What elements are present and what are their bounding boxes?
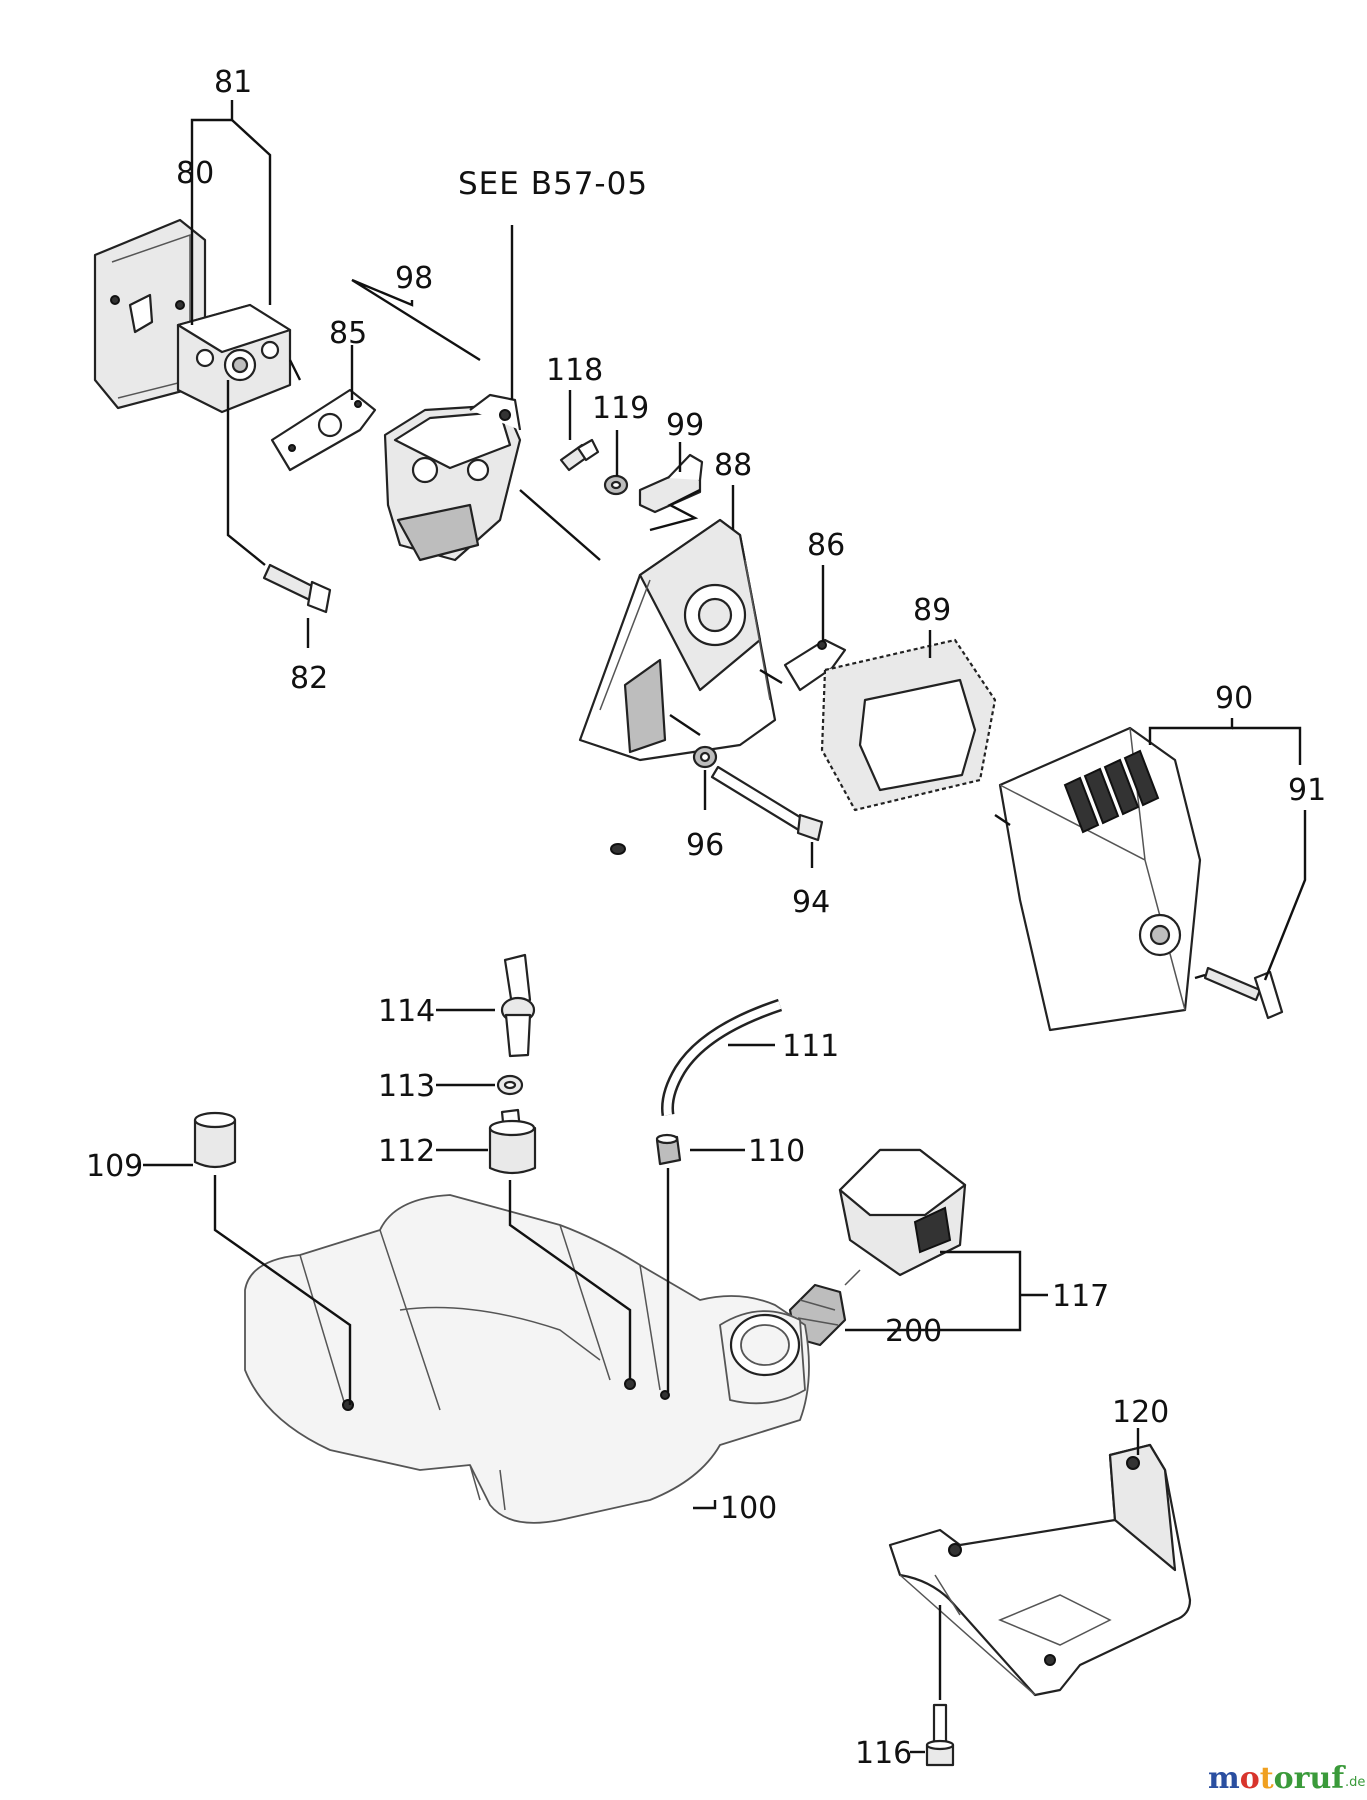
filter-cover-90 xyxy=(998,726,1202,1032)
label-part-109: 109 xyxy=(86,1149,143,1184)
fuel-fitting-114 xyxy=(500,953,536,1058)
label-part-200: 200 xyxy=(885,1314,942,1349)
label-part-94: 94 xyxy=(792,885,830,920)
bolt-116 xyxy=(925,1703,955,1767)
label-part-100: 100 xyxy=(720,1491,777,1526)
air-filter-housing-88 xyxy=(578,518,777,762)
label-part-80: 80 xyxy=(176,156,214,191)
label-part-85: 85 xyxy=(329,316,367,351)
label-part-98: 98 xyxy=(395,261,433,296)
label-part-90: 90 xyxy=(1215,681,1253,716)
watermark-logo: motoruf .de xyxy=(1208,1761,1365,1796)
label-part-116: 116 xyxy=(855,1736,912,1771)
label-part-89: 89 xyxy=(913,593,951,628)
carburetor-block-81 xyxy=(176,303,292,414)
label-part-120: 120 xyxy=(1112,1395,1169,1430)
washer-119 xyxy=(603,474,629,496)
long-bolt-94 xyxy=(710,765,824,842)
label-part-86: 86 xyxy=(807,528,845,563)
label-part-81: 81 xyxy=(214,65,252,100)
label-part-111: 111 xyxy=(782,1029,839,1064)
label-part-88: 88 xyxy=(714,448,752,483)
bolt-82 xyxy=(262,563,332,614)
gasket-85 xyxy=(270,388,377,472)
leader-lines xyxy=(143,100,1307,1754)
label-part-96: 96 xyxy=(686,828,724,863)
fuel-line-upper xyxy=(515,843,626,961)
label-part-112: 112 xyxy=(378,1134,435,1169)
return-hose-111 xyxy=(661,998,783,1116)
fuel-tank-100 xyxy=(244,1194,810,1524)
cover-screw-91 xyxy=(1203,966,1284,1020)
foam-filter-element-89 xyxy=(820,638,997,812)
label-part-82: 82 xyxy=(290,661,328,696)
label-part-119: 119 xyxy=(592,391,649,426)
reference-note: SEE B57-05 xyxy=(458,166,648,202)
label-part-113: 113 xyxy=(378,1069,435,1104)
fuel-filter-112 xyxy=(488,1108,537,1175)
screw-118 xyxy=(559,438,600,472)
cushion-109 xyxy=(193,1111,237,1169)
part-number-labels: 81 80 SEE B57-05 98 85 118 119 99 88 86 … xyxy=(86,65,1326,1771)
label-part-110: 110 xyxy=(748,1134,805,1169)
label-part-114: 114 xyxy=(378,994,435,1029)
watermark-tld: .de xyxy=(1345,1775,1365,1790)
label-part-118: 118 xyxy=(546,353,603,388)
fuel-cap-117 xyxy=(838,1148,967,1286)
label-part-99: 99 xyxy=(666,408,704,443)
ring-113 xyxy=(496,1074,524,1096)
washer-96 xyxy=(692,745,718,769)
svg-text:motoruf: motoruf xyxy=(1208,1761,1346,1796)
carburetor-98 xyxy=(383,393,522,562)
grommet-110 xyxy=(655,1133,682,1166)
bracket-plate-120 xyxy=(888,1443,1192,1697)
cover-vent-slots xyxy=(1063,749,1160,834)
label-part-91: 91 xyxy=(1288,773,1326,808)
label-part-117: 117 xyxy=(1052,1279,1109,1314)
